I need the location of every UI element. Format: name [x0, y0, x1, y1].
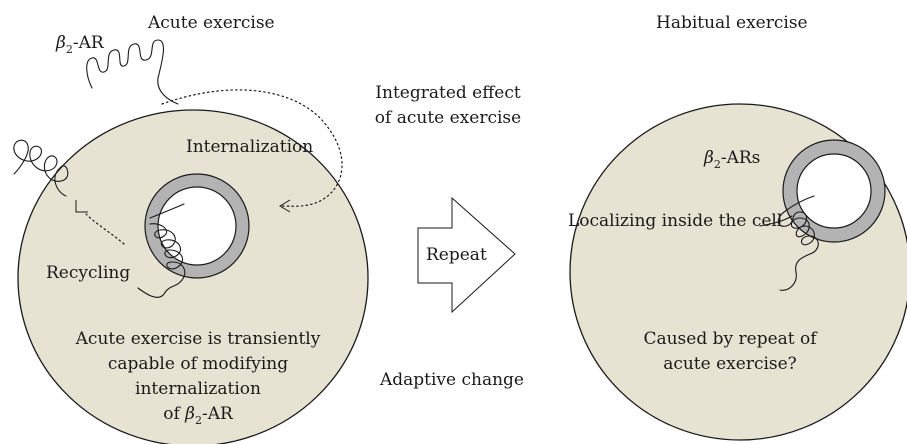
- right-vesicle: [782, 139, 886, 243]
- internalization-arrowhead: [279, 199, 291, 213]
- left-title: Acute exercise: [147, 13, 275, 33]
- left-caption-line-3: internalization: [135, 379, 261, 399]
- receptor-coil-side: [13, 139, 69, 197]
- adaptive-change-label: Adaptive change: [379, 370, 524, 390]
- left-caption-line-2: capable of modifying: [108, 354, 288, 374]
- middle-top-line-1: Integrated effect: [375, 83, 521, 103]
- localizing-label: Localizing inside the cell: [568, 211, 782, 231]
- repeat-label: Repeat: [426, 245, 487, 265]
- receptor-coil-top: [86, 39, 179, 105]
- recycling-path: [85, 213, 125, 245]
- right-caption-line-1: Caused by repeat of: [643, 329, 818, 349]
- internalization-path: [161, 89, 343, 207]
- recycling-arrowhead: [75, 200, 88, 213]
- left-vesicle: [144, 173, 250, 279]
- middle-top-line-2: of acute exercise: [375, 108, 521, 128]
- left-caption-line-4: of β2-AR: [163, 404, 234, 427]
- receptor-coil-vesicle: [137, 203, 186, 298]
- right-caption-line-2: acute exercise?: [663, 354, 797, 374]
- recycling-label: Recycling: [46, 263, 130, 283]
- receptor-label: β2-AR: [55, 33, 105, 56]
- receptors-label: β2-ARs: [703, 148, 760, 171]
- receptor-coil-right: [759, 195, 819, 291]
- left-caption-line-1: Acute exercise is transiently: [75, 329, 321, 349]
- internalization-label: Internalization: [186, 137, 313, 157]
- repeat-arrow-shape: [417, 196, 516, 314]
- right-title: Habitual exercise: [656, 13, 808, 33]
